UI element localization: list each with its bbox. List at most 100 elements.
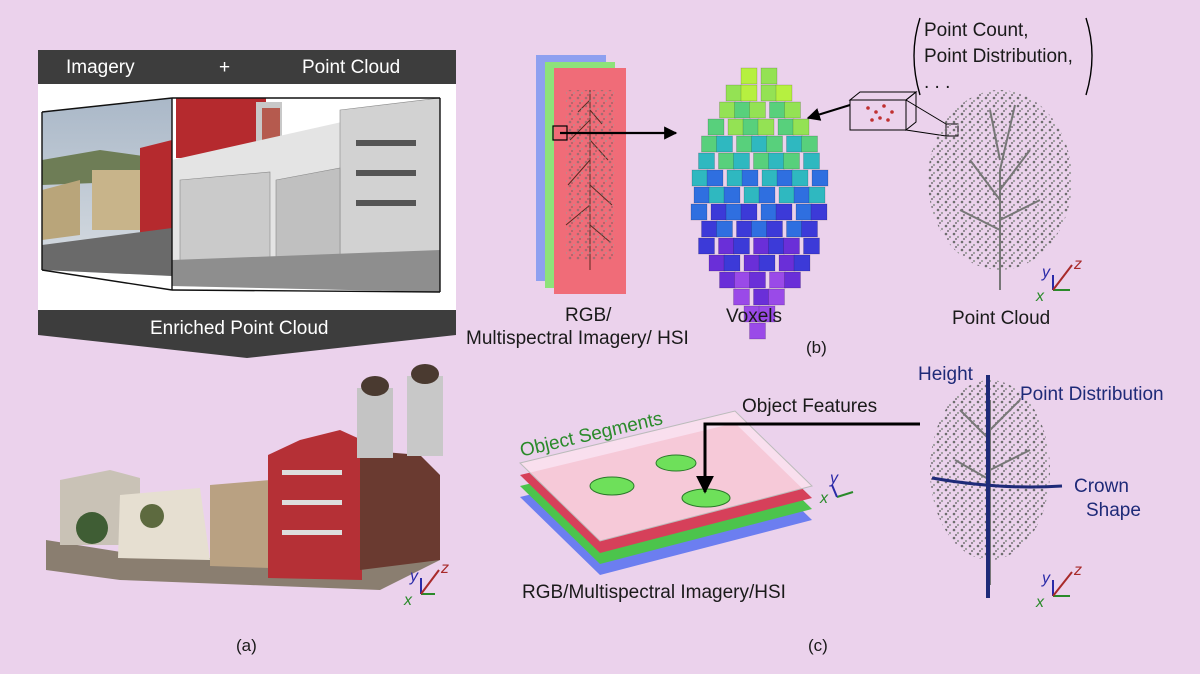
voxel [735, 272, 751, 288]
features-line2: Point Distribution, [924, 46, 1073, 68]
banner-pointcloud-label: Point Cloud [302, 57, 400, 79]
voxel [741, 85, 757, 101]
imagery-c-label: RGB/Multispectral Imagery/HSI [522, 582, 786, 604]
voxel [744, 255, 760, 271]
voxel [804, 153, 820, 169]
enriched-point-cloud [46, 364, 443, 590]
height-label: Height [918, 364, 973, 386]
cube-points [866, 104, 894, 122]
voxel [709, 187, 725, 203]
axis-c-z: z [1074, 562, 1082, 580]
axis-a-z: z [441, 560, 449, 578]
enriched-point-cloud-label: Enriched Point Cloud [150, 318, 329, 340]
voxel [719, 238, 735, 254]
voxel [761, 204, 777, 220]
axis-triad-c [1053, 572, 1072, 596]
voxel [785, 272, 801, 288]
voxel [728, 119, 744, 135]
voxel [778, 119, 794, 135]
voxel [754, 153, 770, 169]
axis-triad-a [421, 570, 439, 594]
voxel [734, 153, 750, 169]
voxel [726, 85, 742, 101]
caption-c: (c) [808, 636, 828, 656]
voxel [737, 136, 753, 152]
axis-b-z: z [1074, 256, 1082, 274]
voxel [724, 255, 740, 271]
voxel [779, 255, 795, 271]
axis-layers-x: x [820, 490, 828, 508]
features-paren-right [1086, 18, 1092, 95]
voxel [694, 187, 710, 203]
voxel [776, 85, 792, 101]
voxel [812, 170, 828, 186]
banner-plus-label: + [219, 57, 230, 79]
imagery-label-line2: Multispectral Imagery/ HSI [466, 328, 689, 350]
pointcloud-tree-b [928, 90, 1072, 290]
voxel-grid [691, 68, 828, 339]
voxel [720, 102, 736, 118]
voxel [719, 153, 735, 169]
voxel [726, 204, 742, 220]
crown-label-line1: Crown [1074, 476, 1129, 498]
voxel [779, 187, 795, 203]
voxel [769, 289, 785, 305]
voxel [802, 221, 818, 237]
voxel [784, 238, 800, 254]
voxel [794, 187, 810, 203]
banner-imagery-label: Imagery [66, 57, 135, 79]
voxel [702, 221, 718, 237]
voxel [787, 136, 803, 152]
voxel [743, 119, 759, 135]
voxel [709, 255, 725, 271]
voxel [776, 204, 792, 220]
voxel [702, 136, 718, 152]
voxel [744, 187, 760, 203]
voxel [784, 153, 800, 169]
segment-2 [656, 455, 696, 471]
voxel [742, 170, 758, 186]
voxel [734, 238, 750, 254]
voxel [770, 272, 786, 288]
voxel [761, 85, 777, 101]
point-distribution-label: Point Distribution [1020, 384, 1164, 406]
voxels-label: Voxels [726, 306, 782, 328]
voxel [720, 272, 736, 288]
caption-a: (a) [236, 636, 257, 656]
voxel [741, 204, 757, 220]
voxel [711, 204, 727, 220]
voxel [717, 136, 733, 152]
voxel [752, 221, 768, 237]
voxel [750, 272, 766, 288]
axis-c-y: y [1042, 570, 1050, 588]
voxel [769, 153, 785, 169]
voxel [724, 187, 740, 203]
caption-b: (b) [806, 338, 827, 358]
imagery-tree [566, 90, 614, 270]
voxel [707, 170, 723, 186]
axis-c-x: x [1036, 594, 1044, 612]
voxel [767, 136, 783, 152]
voxel [758, 119, 774, 135]
voxel [796, 204, 812, 220]
voxel [752, 136, 768, 152]
features-line1: Point Count, [924, 20, 1029, 42]
voxel [794, 255, 810, 271]
voxel [759, 255, 775, 271]
voxel [787, 221, 803, 237]
voxel [792, 170, 808, 186]
axis-b-x: x [1036, 288, 1044, 306]
voxel [717, 221, 733, 237]
voxel [699, 238, 715, 254]
voxel [708, 119, 724, 135]
voxel [754, 238, 770, 254]
voxel [802, 136, 818, 152]
features-line3: . . . [924, 72, 950, 94]
voxel [750, 102, 766, 118]
features-paren-left [914, 18, 920, 95]
voxel [762, 170, 778, 186]
voxel [727, 170, 743, 186]
voxel [770, 102, 786, 118]
voxel [759, 187, 775, 203]
voxel [793, 119, 809, 135]
